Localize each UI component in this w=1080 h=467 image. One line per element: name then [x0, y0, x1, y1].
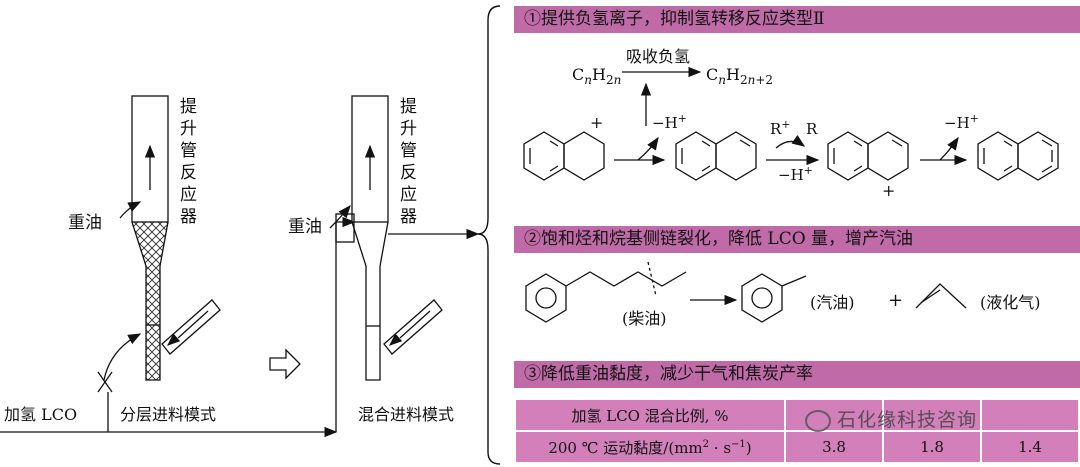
watermark: 石化缘科技咨询	[805, 405, 977, 432]
wechat-icon	[805, 409, 831, 432]
svg-text:+: +	[590, 113, 603, 132]
molecule-3	[827, 131, 909, 181]
svg-text:(柴油): (柴油)	[622, 309, 667, 328]
table-row: 加氢 LCO 混合比例, %	[514, 398, 1080, 432]
svg-text:R+: R+	[770, 118, 791, 138]
table-cell	[882, 398, 982, 432]
viscosity-table: 加氢 LCO 混合比例, % 200 ℃ 运动黏度/(mm2 · s−1) 3.…	[514, 398, 1080, 464]
svg-text:R: R	[806, 120, 818, 138]
feed-line	[0, 216, 356, 438]
svg-text:+: +	[888, 290, 903, 311]
table-cell	[784, 398, 884, 432]
svg-text:−H+: −H+	[944, 112, 979, 132]
svg-text:+: +	[882, 181, 895, 200]
table-cell	[980, 398, 1080, 432]
table-row: 200 ℃ 运动黏度/(mm2 · s−1) 3.8 1.8 1.4	[514, 430, 1080, 464]
transition-arrow-icon	[269, 348, 301, 380]
table-row-label: 200 ℃ 运动黏度/(mm2 · s−1)	[514, 430, 786, 464]
reaction-1: CnH2n 吸收负氢 CnH2n+2 + −H+ R+	[523, 47, 1059, 200]
svg-text:吸收负氢: 吸收负氢	[626, 47, 690, 66]
section-title-3: ③降低重油黏度，减少干气和焦炭产率	[514, 361, 1080, 388]
layered-mode-label: 分层进料模式	[120, 405, 216, 424]
riser-label-2: 提升管反应器	[400, 97, 417, 227]
section-title-1: ①提供负氢离子，抑制氢转移反应类型Ⅱ	[514, 6, 1080, 33]
svg-text:−H+: −H+	[652, 112, 687, 132]
molecule-4	[977, 131, 1059, 181]
svg-text:−H+: −H+	[778, 164, 813, 184]
mixed-mode-label: 混合进料模式	[358, 405, 454, 424]
reaction-2: (柴油) (汽油) + (液化气)	[525, 261, 1041, 328]
table-cell: 3.8	[784, 430, 884, 464]
svg-text:CnH2n: CnH2n	[572, 65, 621, 87]
table-header-label: 加氢 LCO 混合比例, %	[514, 398, 786, 432]
lco-label: 加氢 LCO	[4, 405, 77, 424]
heavy-oil-label-2: 重油	[288, 217, 322, 237]
table-cell: 1.8	[882, 430, 982, 464]
molecule-2	[675, 131, 757, 181]
svg-text:CnH2n+2: CnH2n+2	[706, 65, 773, 87]
table-cell: 1.4	[980, 430, 1080, 464]
riser-layered	[97, 95, 221, 412]
section-title-2: ②饱和烃和烷基侧链裂化，降低 LCO 量，增产汽油	[514, 226, 1080, 253]
heavy-oil-label-1: 重油	[68, 213, 102, 233]
svg-text:(液化气): (液化气)	[980, 293, 1041, 312]
molecule-1	[523, 131, 605, 181]
brace	[477, 5, 501, 465]
svg-text:(汽油): (汽油)	[810, 293, 855, 312]
riser-label-1: 提升管反应器	[180, 97, 197, 227]
riser-mixed	[329, 95, 480, 381]
